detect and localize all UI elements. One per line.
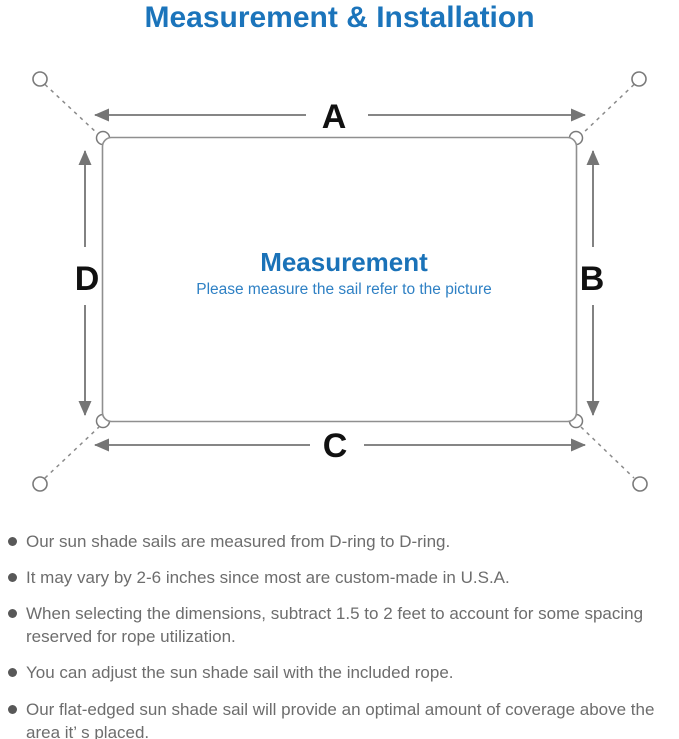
anchor-circle-bottom-left (32, 476, 48, 492)
note-item: It may vary by 2-6 inches since most are… (8, 566, 656, 589)
bullet-dot-icon (8, 573, 17, 583)
note-text: Our sun shade sails are measured from D-… (26, 532, 451, 551)
note-text: Our flat-edged sun shade sail will provi… (26, 699, 655, 739)
note-text: You can adjust the sun shade sail with t… (26, 663, 454, 683)
rope-line-bottom-right (580, 426, 635, 479)
bullet-dot-icon (8, 704, 17, 714)
anchor-circle-top-right (631, 71, 647, 87)
bullet-dot-icon (8, 537, 17, 546)
anchor-circle-top-left (32, 71, 48, 87)
rope-line-top-right (580, 83, 635, 136)
center-heading: Measurement (260, 247, 428, 277)
measurement-diagram: A C D B Measurement Please measure the s… (32, 71, 648, 492)
notes-list: Our sun shade sails are measured from D-… (8, 530, 656, 739)
note-item: Our flat-edged sun shade sail will provi… (8, 698, 656, 739)
dimension-label-b: B (580, 260, 605, 298)
anchor-circle-bottom-right (632, 476, 648, 492)
dimension-label-c: C (323, 427, 348, 465)
note-text: It may vary by 2-6 inches since most are… (26, 568, 510, 588)
rope-line-bottom-left (44, 426, 100, 479)
center-subtitle: Please measure the sail refer to the pic… (196, 281, 492, 298)
sail-outline (101, 136, 578, 423)
note-item: When selecting the dimensions, subtract … (8, 602, 656, 648)
note-item: Our sun shade sails are measured from D-… (8, 530, 656, 553)
page-title: Measurement & Installation (144, 1, 535, 34)
note-text: When selecting the dimensions, subtract … (26, 604, 644, 647)
rope-line-top-left (44, 83, 100, 136)
bullet-dot-icon (8, 668, 17, 678)
note-item: You can adjust the sun shade sail with t… (8, 661, 656, 684)
dimension-label-d: D (75, 260, 100, 298)
dimension-label-a: A (322, 98, 347, 136)
bullet-dot-icon (8, 609, 17, 619)
